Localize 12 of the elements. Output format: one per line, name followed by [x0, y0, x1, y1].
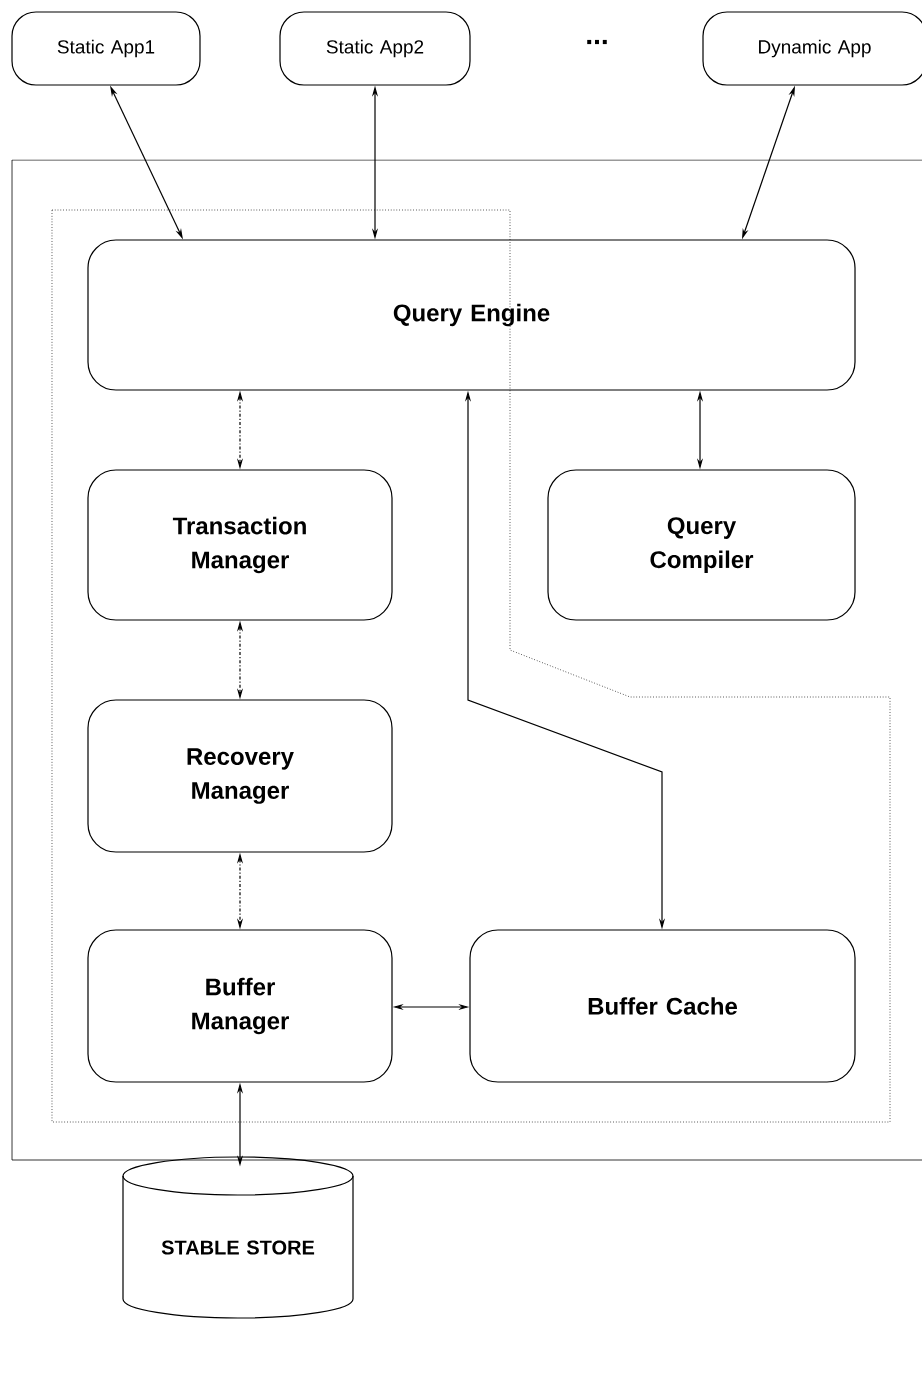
application-box: Static App2 [279, 11, 471, 86]
component-box: Buffer Manager [87, 929, 393, 1083]
storage-cylinder: STABLE STORE [122, 1156, 354, 1319]
component-box: Transaction Manager [87, 469, 393, 621]
node-label: STABLE STORE [161, 1240, 315, 1255]
ellipsis-label: ... [587, 39, 607, 45]
application-box: Dynamic App [702, 11, 922, 86]
component-box: Query Engine [87, 239, 856, 391]
component-box: Query Compiler [547, 469, 856, 621]
application-box: Static App1 [11, 11, 201, 86]
component-box: Buffer Cache [469, 929, 856, 1083]
component-box: Recovery Manager [87, 699, 393, 853]
